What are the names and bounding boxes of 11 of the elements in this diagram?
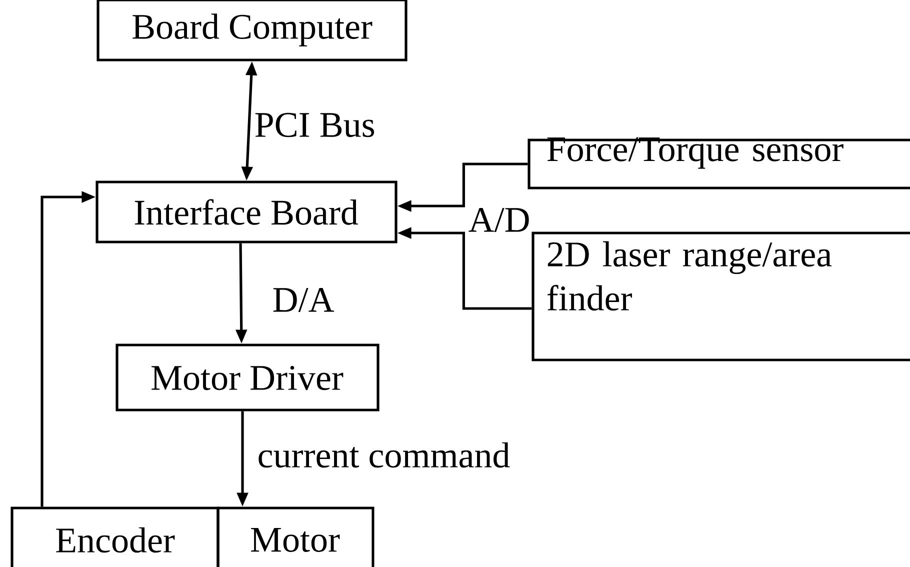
edge-label: D/A: [273, 288, 334, 312]
block-box: Encoder: [10, 506, 220, 567]
edge-label: PCI Bus: [255, 112, 374, 138]
block-box: 2D laser range/area finder: [532, 232, 910, 362]
block-box: Force/Torque sensor: [528, 137, 910, 190]
edge-label: current command: [258, 442, 510, 468]
block-box: Board Computer: [96, 0, 408, 62]
block-box: Motor Driver: [116, 344, 380, 412]
block-box: Interface Board: [96, 180, 398, 244]
edge-label: A/D: [468, 208, 529, 232]
block-box: Motor: [216, 506, 374, 567]
